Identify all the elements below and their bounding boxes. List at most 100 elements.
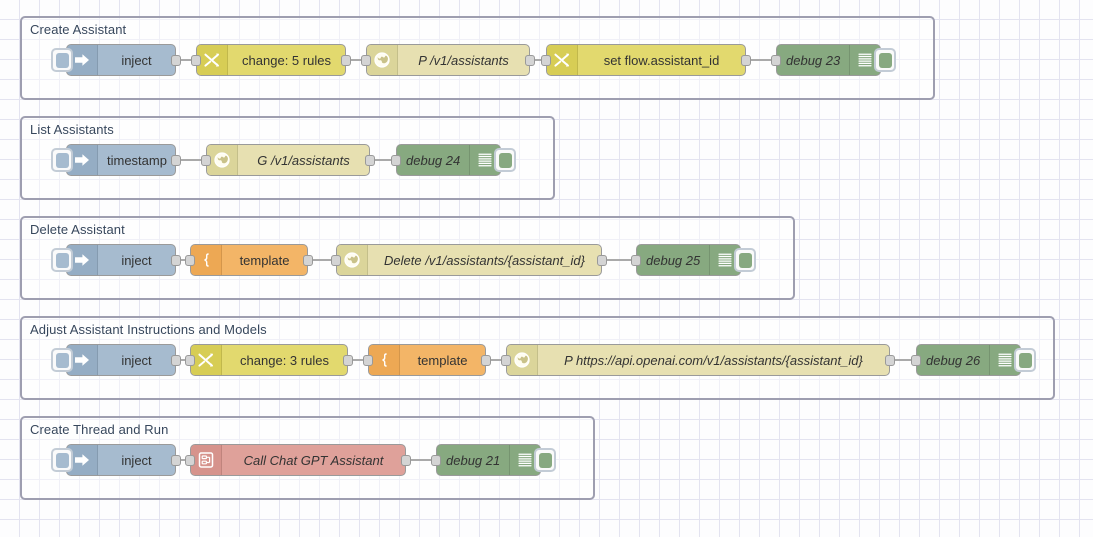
node-input-port[interactable] (391, 155, 401, 166)
node-http[interactable]: Delete /v1/assistants/{assistant_id} (331, 244, 607, 276)
node-input-port[interactable] (541, 55, 551, 66)
node-input-port[interactable] (361, 55, 371, 66)
node-http[interactable]: P https://api.openai.com/v1/assistants/{… (501, 344, 895, 376)
inject-trigger-swatch (55, 352, 69, 368)
node-input-port[interactable] (431, 455, 441, 466)
node-output-port[interactable] (171, 355, 181, 366)
node-label: debug 21 (446, 452, 501, 468)
node-output-port[interactable] (525, 55, 535, 66)
node-input-port[interactable] (201, 155, 211, 166)
node-output-port[interactable] (481, 355, 491, 366)
flow-wire[interactable] (346, 59, 366, 61)
node-label: debug 24 (406, 152, 461, 168)
node-label: inject (121, 52, 152, 68)
node-output-port[interactable] (171, 55, 181, 66)
node-inject[interactable]: inject (51, 344, 181, 376)
node-label: P https://api.openai.com/v1/assistants/{… (564, 352, 863, 368)
node-template[interactable]: template (185, 244, 313, 276)
node-label: template (239, 252, 290, 268)
inject-trigger-button[interactable] (51, 448, 73, 472)
node-output-port[interactable] (401, 455, 411, 466)
group-title: Create Assistant (30, 22, 127, 37)
node-inject[interactable]: timestamp (51, 144, 181, 176)
node-template[interactable]: template (363, 344, 491, 376)
node-label: G /v1/assistants (257, 152, 350, 168)
node-http[interactable]: P /v1/assistants (361, 44, 535, 76)
node-debug[interactable]: debug 23 (771, 44, 896, 76)
debug-toggle-button[interactable] (1014, 348, 1036, 372)
node-input-port[interactable] (911, 355, 921, 366)
inject-trigger-swatch (55, 252, 69, 268)
node-input-port[interactable] (185, 355, 195, 366)
flow-wire[interactable] (746, 59, 776, 61)
node-label: Call Chat GPT Assistant (243, 452, 384, 468)
debug-toggle-button[interactable] (734, 248, 756, 272)
flow-wire[interactable] (176, 359, 190, 361)
globe-icon (337, 245, 368, 275)
node-openai[interactable]: Call Chat GPT Assistant (185, 444, 411, 476)
globe-icon (507, 345, 538, 375)
flow-wire[interactable] (176, 159, 206, 161)
node-input-port[interactable] (331, 255, 341, 266)
node-input-port[interactable] (631, 255, 641, 266)
node-output-port[interactable] (303, 255, 313, 266)
flow-wire[interactable] (176, 259, 190, 261)
inject-trigger-button[interactable] (51, 148, 73, 172)
node-output-port[interactable] (171, 455, 181, 466)
flow-wire[interactable] (602, 259, 636, 261)
template-brace-icon (191, 245, 222, 275)
debug-toggle-swatch (1018, 352, 1032, 368)
node-input-port[interactable] (771, 55, 781, 66)
flow-wire[interactable] (176, 459, 190, 461)
node-debug[interactable]: debug 24 (391, 144, 516, 176)
inject-trigger-button[interactable] (51, 48, 73, 72)
node-output-port[interactable] (885, 355, 895, 366)
node-label: Delete /v1/assistants/{assistant_id} (384, 252, 585, 268)
inject-trigger-button[interactable] (51, 248, 73, 272)
flow-wire[interactable] (176, 59, 196, 61)
node-inject[interactable]: inject (51, 244, 181, 276)
group-title: Delete Assistant (30, 222, 125, 237)
node-debug[interactable]: debug 21 (431, 444, 556, 476)
node-output-port[interactable] (171, 255, 181, 266)
node-output-port[interactable] (171, 155, 181, 166)
inject-trigger-swatch (55, 152, 69, 168)
debug-toggle-swatch (878, 52, 892, 68)
node-output-port[interactable] (741, 55, 751, 66)
flow-wire[interactable] (370, 159, 396, 161)
debug-toggle-button[interactable] (874, 48, 896, 72)
node-label: change: 5 rules (242, 52, 331, 68)
node-input-port[interactable] (185, 455, 195, 466)
node-change[interactable]: change: 5 rules (191, 44, 351, 76)
flow-wire[interactable] (308, 259, 336, 261)
inject-trigger-button[interactable] (51, 348, 73, 372)
node-input-port[interactable] (191, 55, 201, 66)
node-inject[interactable]: inject (51, 44, 181, 76)
flow-wire[interactable] (486, 359, 506, 361)
debug-toggle-button[interactable] (494, 148, 516, 172)
flow-wire[interactable] (348, 359, 368, 361)
flow-wire[interactable] (890, 359, 916, 361)
flow-wire[interactable] (530, 59, 546, 61)
node-output-port[interactable] (365, 155, 375, 166)
node-debug[interactable]: debug 26 (911, 344, 1036, 376)
node-output-port[interactable] (597, 255, 607, 266)
flow-wire[interactable] (406, 459, 436, 461)
node-change[interactable]: set flow.assistant_id (541, 44, 751, 76)
node-input-port[interactable] (501, 355, 511, 366)
node-input-port[interactable] (185, 255, 195, 266)
group-title: List Assistants (30, 122, 114, 137)
globe-icon (367, 45, 398, 75)
template-brace-icon (369, 345, 400, 375)
node-change[interactable]: change: 3 rules (185, 344, 353, 376)
node-input-port[interactable] (363, 355, 373, 366)
node-output-port[interactable] (343, 355, 353, 366)
node-label: timestamp (107, 152, 167, 168)
node-output-port[interactable] (341, 55, 351, 66)
node-inject[interactable]: inject (51, 444, 181, 476)
node-http[interactable]: G /v1/assistants (201, 144, 375, 176)
node-label: debug 26 (926, 352, 981, 368)
debug-toggle-button[interactable] (534, 448, 556, 472)
node-debug[interactable]: debug 25 (631, 244, 756, 276)
